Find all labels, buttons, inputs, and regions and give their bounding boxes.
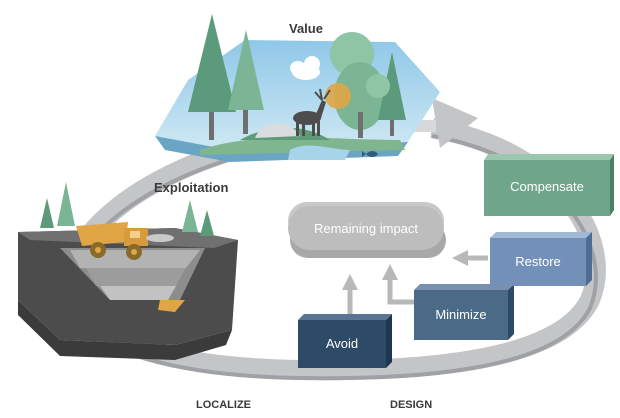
arrow-up-icon [342,274,358,290]
impact-arrows [347,255,488,318]
mine-pit-illustration [18,182,238,360]
localize-label: LOCALIZE [196,399,251,411]
deer-icon [293,88,331,136]
step-compensate: Compensate [484,154,614,216]
design-label: DESIGN [390,399,432,411]
tree-icon [228,30,264,110]
tree-icon [378,52,406,120]
step-avoid-label: Avoid [326,336,358,351]
dump-truck-icon [76,222,148,260]
step-minimize: Minimize [414,284,514,340]
remaining-impact-label: Remaining impact [314,221,418,236]
cycle-arrow-head [432,98,478,148]
value-landscape-illustration [155,14,440,162]
tree-icon [188,14,236,112]
cloud-icon [290,56,320,80]
fish-icon [362,151,378,157]
tree-icon [200,210,214,236]
remaining-impact-shape [288,202,446,258]
exploitation-label: Exploitation [154,180,228,195]
tree-icon [182,200,198,232]
step-avoid: Avoid [298,314,392,368]
step-restore: Restore [490,232,592,286]
tree-icon [40,198,54,228]
arrow-left-icon [452,250,468,266]
tree-icon [57,182,75,226]
arrow-up-icon [382,264,398,280]
step-compensate-label: Compensate [510,179,584,194]
value-label: Value [289,21,323,36]
step-minimize-label: Minimize [435,307,486,322]
step-restore-label: Restore [515,254,561,269]
